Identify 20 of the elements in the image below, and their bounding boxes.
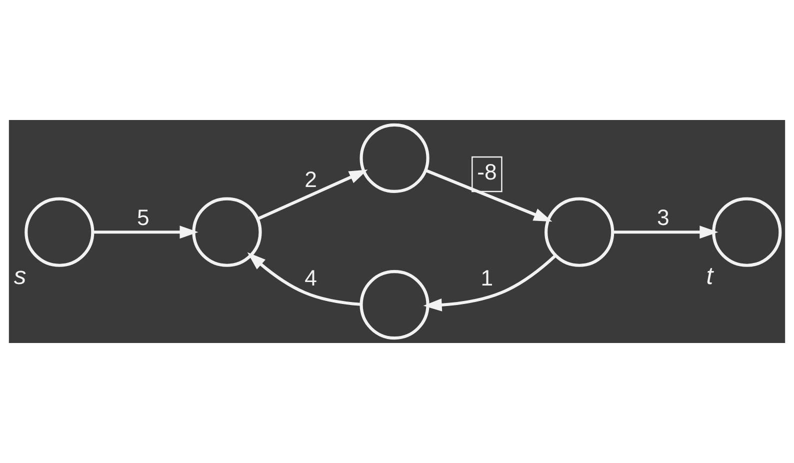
node-label: s (14, 262, 26, 290)
edge-label: 2 (304, 167, 317, 192)
node-circle (360, 270, 430, 340)
arrow (612, 226, 718, 239)
arrow (247, 252, 362, 306)
node-circle (24, 197, 94, 267)
arrow (92, 226, 198, 239)
edge-label: 3 (656, 205, 670, 230)
node-circle (544, 197, 614, 267)
edge-label: 4 (304, 266, 317, 291)
node-circle (712, 197, 782, 267)
arrow (257, 170, 368, 220)
edge-label: -8 (477, 160, 497, 185)
node-label: t (706, 262, 714, 290)
edge-label: 5 (137, 205, 150, 230)
node-circle (360, 123, 430, 193)
arrow (423, 254, 557, 312)
edge-label: 1 (480, 266, 494, 291)
node-circle (192, 197, 262, 267)
arrow (425, 168, 552, 222)
